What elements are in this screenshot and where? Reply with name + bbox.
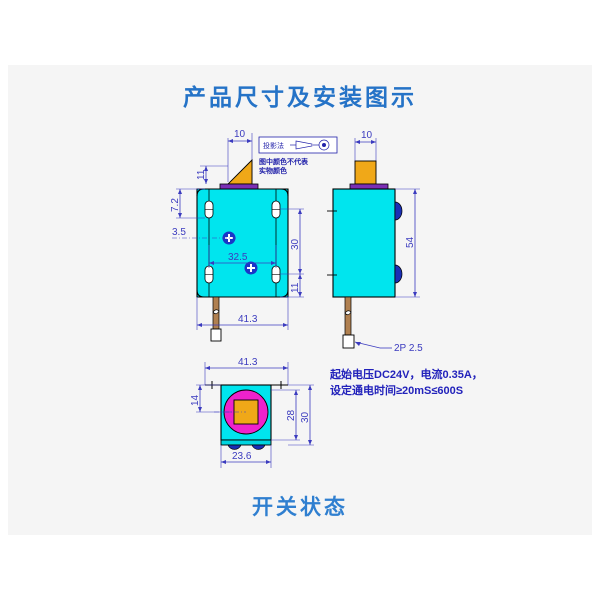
spec-line1: 起始电压DC24V，电流0.35A， bbox=[329, 367, 483, 381]
dim-bottom-inner-height: 28 bbox=[286, 409, 297, 421]
spec-note: 起始电压DC24V，电流0.35A， 设定通电时间≥20mS≤600S bbox=[329, 367, 483, 397]
color-note-line2: 实物颜色 bbox=[259, 166, 287, 175]
front-view: 10 11 bbox=[170, 129, 304, 342]
section-title-switch-state: 开关状态 bbox=[252, 496, 348, 519]
projection-method-box: 投影法 图中颜色不代表 实物颜色 bbox=[258, 136, 338, 175]
bottom-view: 41.3 14 bbox=[190, 357, 314, 468]
dim-side-body-height: 54 bbox=[405, 236, 416, 248]
projection-cone-icon bbox=[290, 139, 330, 151]
dim-bottom-width: 41.3 bbox=[238, 357, 258, 368]
label-connector-2p: 2P 2.5 bbox=[394, 343, 423, 354]
dim-front-left-edge: 3.5 bbox=[172, 227, 186, 238]
bottom-feet bbox=[227, 444, 266, 450]
dim-front-hole-height: 30 bbox=[290, 238, 301, 250]
dim-front-hole-span: 32.5 bbox=[228, 252, 248, 263]
dim-bottom-flange-left: 14 bbox=[190, 394, 201, 406]
color-note-line1: 图中颜色不代表 bbox=[259, 157, 309, 166]
side-top-strip bbox=[349, 183, 389, 190]
dim-bottom-outer-height: 30 bbox=[300, 411, 311, 423]
dim-front-wedge-height: 11 bbox=[196, 169, 207, 180]
front-top-strip bbox=[219, 183, 259, 190]
spec-line2: 设定通电时间≥20mS≤600S bbox=[330, 383, 463, 397]
dim-side-top-width: 10 bbox=[361, 130, 373, 141]
dim-front-bottom-gap: 11 bbox=[290, 282, 301, 293]
side-connector-housing bbox=[342, 334, 355, 349]
dim-front-wedge-width: 10 bbox=[234, 129, 246, 140]
side-top-block bbox=[354, 160, 377, 185]
dim-bottom-foot-span: 23.6 bbox=[232, 451, 252, 462]
projection-label: 投影法 bbox=[263, 141, 284, 150]
side-lead-wire bbox=[342, 296, 355, 349]
side-body bbox=[332, 188, 396, 298]
front-lead-wire bbox=[210, 296, 222, 342]
dim-front-body-width: 41.3 bbox=[238, 314, 258, 325]
side-terminal-bumps bbox=[394, 201, 403, 284]
side-view: 10 54 bbox=[327, 130, 423, 354]
page-title: 产品尺寸及安装图示 bbox=[183, 84, 417, 110]
bottom-edge-strip bbox=[220, 439, 272, 446]
dim-front-top-offset: 7.2 bbox=[170, 198, 181, 212]
front-wedge-actuator bbox=[226, 158, 253, 185]
